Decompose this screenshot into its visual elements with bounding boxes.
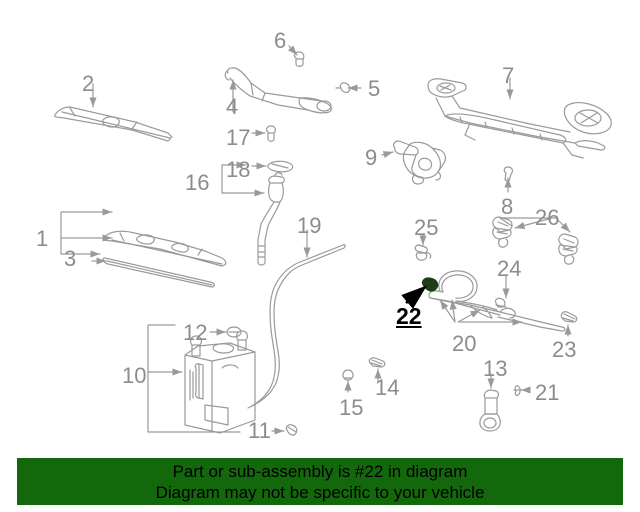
part-18-washer-nozzle-clip xyxy=(267,160,294,173)
callout-number-25: 25 xyxy=(414,215,439,240)
part-9-wiper-motor xyxy=(393,140,446,185)
part-13-washer-pump xyxy=(479,389,501,432)
part-25-hose-clamp xyxy=(414,244,432,261)
callout-number-6: 6 xyxy=(274,28,287,53)
part-1-front-wiper-blade xyxy=(102,230,227,267)
callout-number-8: 8 xyxy=(501,194,514,219)
callout-number-9: 9 xyxy=(365,145,378,170)
callout-number-20: 20 xyxy=(452,331,477,356)
part-21-pump-retainer-clip xyxy=(513,385,522,397)
part-26-hose-bracket-left xyxy=(492,216,513,248)
callout-number-26: 26 xyxy=(535,205,560,230)
part-22-washer-hose-clip-highlighted xyxy=(401,277,439,310)
part-8-linkage-bolt xyxy=(503,166,514,182)
callout-number-15: 15 xyxy=(339,395,364,420)
part-17-nozzle-grommet xyxy=(265,125,277,142)
notice-line-1: Part or sub-assembly is #22 in diagram xyxy=(172,461,468,481)
callout-number-16: 16 xyxy=(185,170,210,195)
notice-banner: Part or sub-assembly is #22 in diagram D… xyxy=(17,458,623,505)
callout-number-11: 11 xyxy=(248,418,271,443)
callout-number-13: 13 xyxy=(483,356,508,381)
callout-number-18: 18 xyxy=(226,157,251,182)
callout-number-17: 17 xyxy=(226,125,251,150)
callout-number-1: 1 xyxy=(36,226,49,251)
callout-number-21: 21 xyxy=(535,380,560,405)
callout-number-23: 23 xyxy=(552,337,577,362)
callout-number-19: 19 xyxy=(297,213,322,238)
callout-number-10: 10 xyxy=(122,363,147,388)
callout-number-5: 5 xyxy=(368,76,381,101)
callout-number-4: 4 xyxy=(226,94,239,119)
part-2-rear-wiper-blade xyxy=(53,106,173,142)
part-16-washer-nozzle-assembly xyxy=(257,172,285,266)
part-12-reservoir-cap-grommet xyxy=(226,326,242,338)
part-4-rear-wiper-arm xyxy=(224,67,332,114)
part-23-hose-joint xyxy=(560,311,578,323)
callout-number-3: 3 xyxy=(64,246,77,271)
part-15-pump-grommet xyxy=(342,369,354,381)
part-14-pump-connector xyxy=(368,357,386,368)
part-19-washer-hose xyxy=(247,244,346,409)
part-3-wiper-insert-refill xyxy=(102,257,216,288)
callout-number-22-highlighted: 22 xyxy=(396,303,422,329)
part-7-wiper-linkage-assembly xyxy=(427,78,612,159)
callout-number-7: 7 xyxy=(502,63,515,88)
part-10-washer-reservoir xyxy=(184,330,256,434)
callout-number-14: 14 xyxy=(375,375,400,400)
callout-number-2: 2 xyxy=(82,71,95,96)
notice-line-2: Diagram may not be specific to your vehi… xyxy=(155,482,485,502)
part-24-hose-tee-connector xyxy=(494,297,507,308)
callout-number-24: 24 xyxy=(497,256,522,281)
part-11-reservoir-mount-bolt xyxy=(285,424,298,436)
part-26-hose-bracket-right xyxy=(558,233,579,265)
callout-number-12: 12 xyxy=(183,320,208,345)
